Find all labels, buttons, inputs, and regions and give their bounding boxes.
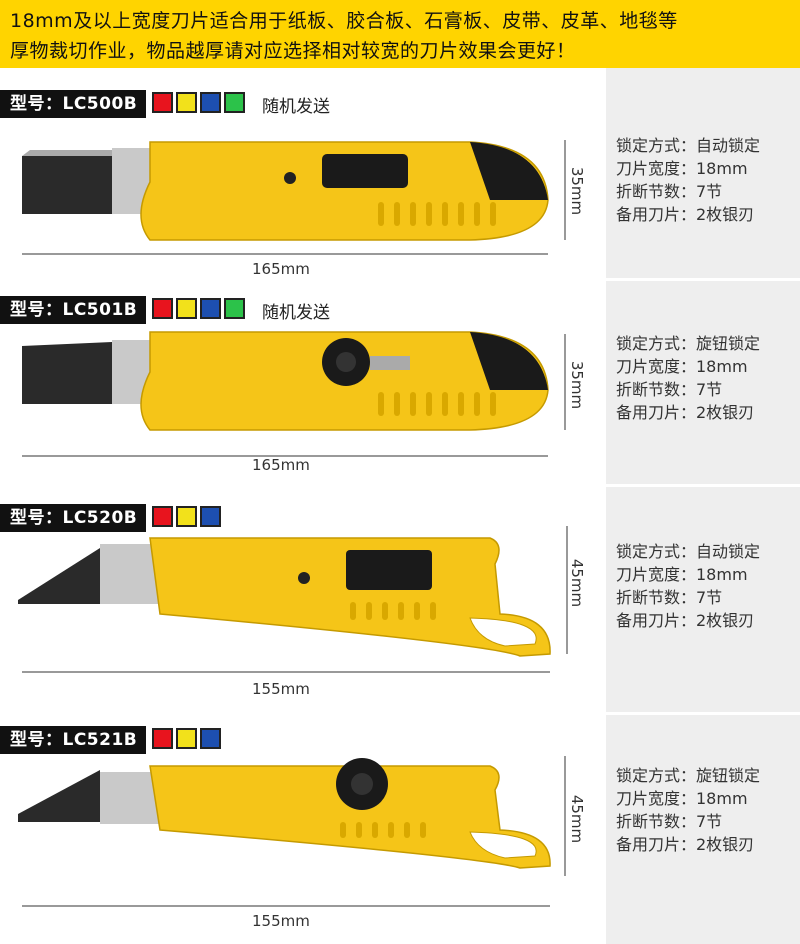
height-dimension-label: 45mm [568, 794, 587, 844]
length-dimension-label: 155mm [252, 680, 310, 698]
spec-divider [606, 712, 800, 715]
spec-snap-sections: 折断节数：7节 [616, 588, 723, 607]
spec-lock-type: 锁定方式：自动锁定 [616, 542, 761, 561]
color-swatch-red [152, 506, 173, 527]
spec-blade-width: 刀片宽度：18mm [616, 159, 748, 178]
spec-spare-blades: 备用刀片：2枚银刃 [616, 835, 755, 854]
spec-snap-sections: 折断节数：7节 [616, 182, 723, 201]
top-banner: 18mm及以上宽度刀片适合用于纸板、胶合板、石膏板、皮带、皮革、地毯等 厚物裁切… [0, 0, 800, 68]
spec-spare-blades: 备用刀片：2枚银刃 [616, 205, 755, 224]
spec-list: 锁定方式：自动锁定 刀片宽度：18mm 折断节数：7节 备用刀片：2枚银刃 [616, 540, 760, 632]
color-swatch-yellow [176, 298, 197, 319]
model-label: 型号：LC501B [0, 296, 146, 324]
spec-spare-blades: 备用刀片：2枚银刃 [616, 403, 755, 422]
spec-list: 锁定方式：自动锁定 刀片宽度：18mm 折断节数：7节 备用刀片：2枚银刃 [616, 134, 760, 226]
model-label: 型号：LC521B [0, 726, 146, 754]
color-swatch-red [152, 92, 173, 113]
color-swatch-blue [200, 92, 221, 113]
color-swatches [152, 728, 221, 749]
color-swatch-blue [200, 728, 221, 749]
random-shipping-note: 随机发送 [262, 97, 330, 117]
color-swatch-yellow [176, 506, 197, 527]
color-swatches [152, 298, 245, 319]
model-label: 型号：LC500B [0, 90, 146, 118]
spec-list: 锁定方式：旋钮锁定 刀片宽度：18mm 折断节数：7节 备用刀片：2枚银刃 [616, 764, 760, 856]
spec-lock-type: 锁定方式：旋钮锁定 [616, 334, 761, 353]
spec-blade-width: 刀片宽度：18mm [616, 789, 748, 808]
model-label: 型号：LC520B [0, 504, 146, 532]
length-dimension-label: 165mm [252, 456, 310, 474]
banner-text-line-1: 18mm及以上宽度刀片适合用于纸板、胶合板、石膏板、皮带、皮革、地毯等 [10, 10, 678, 32]
color-swatch-green [224, 92, 245, 113]
color-swatch-red [152, 298, 173, 319]
utility-knife-image [18, 756, 566, 907]
spec-blade-width: 刀片宽度：18mm [616, 565, 748, 584]
length-dimension-label: 165mm [252, 260, 310, 278]
spec-divider [606, 278, 800, 281]
color-swatch-yellow [176, 728, 197, 749]
height-dimension-label: 45mm [568, 558, 587, 608]
spec-column-background [606, 68, 800, 944]
color-swatch-red [152, 728, 173, 749]
spec-snap-sections: 折断节数：7节 [616, 812, 723, 831]
spec-divider [606, 484, 800, 487]
utility-knife-image [22, 140, 566, 255]
utility-knife-image [18, 526, 568, 673]
spec-lock-type: 锁定方式：旋钮锁定 [616, 766, 761, 785]
spec-lock-type: 锁定方式：自动锁定 [616, 136, 761, 155]
color-swatch-green [224, 298, 245, 319]
banner-text-line-2: 厚物裁切作业，物品越厚请对应选择相对较宽的刀片效果会更好！ [10, 40, 576, 62]
spec-snap-sections: 折断节数：7节 [616, 380, 723, 399]
spec-list: 锁定方式：旋钮锁定 刀片宽度：18mm 折断节数：7节 备用刀片：2枚银刃 [616, 332, 760, 424]
color-swatches [152, 92, 245, 113]
height-dimension-label: 35mm [568, 166, 587, 216]
color-swatch-yellow [176, 92, 197, 113]
random-shipping-note: 随机发送 [262, 303, 330, 323]
length-dimension-label: 155mm [252, 912, 310, 930]
spec-blade-width: 刀片宽度：18mm [616, 357, 748, 376]
color-swatch-blue [200, 298, 221, 319]
spec-spare-blades: 备用刀片：2枚银刃 [616, 611, 755, 630]
color-swatch-blue [200, 506, 221, 527]
utility-knife-image [22, 331, 566, 457]
height-dimension-label: 35mm [568, 360, 587, 410]
color-swatches [152, 506, 221, 527]
